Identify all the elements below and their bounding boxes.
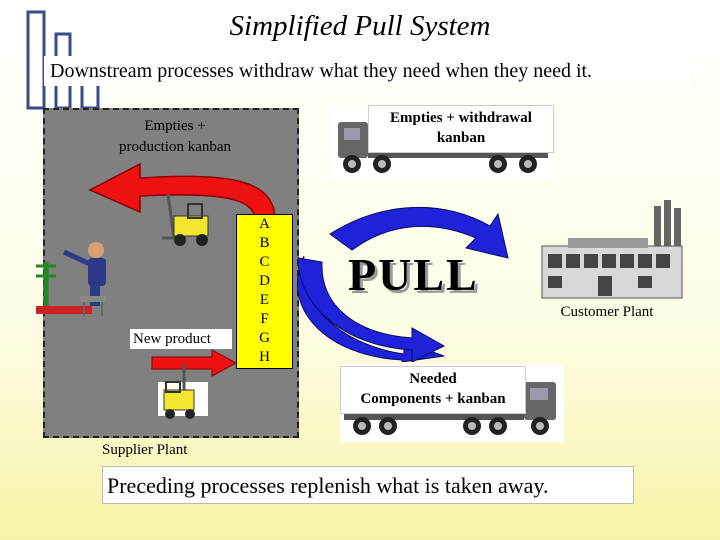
kanban-slot-e: E <box>259 292 270 308</box>
kanban-slot-f: F <box>260 311 269 327</box>
kanban-slot-c: C <box>259 254 270 270</box>
pull-cycle-arrows <box>296 207 509 362</box>
needed-line1: Needed <box>409 371 457 387</box>
supplier-plant-label: Supplier Plant <box>102 442 188 458</box>
pull-label: PULL <box>348 249 479 300</box>
production-return-arrow <box>88 162 276 221</box>
withdrawal-line2: kanban <box>436 130 486 146</box>
page-title: Simplified Pull System <box>229 10 491 42</box>
empties-production-line2: production kanban <box>118 139 232 155</box>
withdrawal-line1: Empties + withdrawal <box>390 110 532 126</box>
customer-plant-label: Customer Plant <box>560 304 654 320</box>
footer-statement: Preceding processes replenish what is ta… <box>102 466 634 504</box>
kanban-slot-a: A <box>259 216 270 232</box>
new-product-arrow <box>151 349 238 377</box>
kanban-slot-b: B <box>259 235 270 251</box>
kanban-slot-g: G <box>259 330 270 346</box>
needed-line2: Components + kanban <box>360 391 506 407</box>
forklift-bottom-icon <box>158 364 208 419</box>
factory-icon <box>541 200 683 299</box>
empties-production-line1: Empties + <box>144 118 206 134</box>
worker-icon <box>36 242 106 316</box>
kanban-slot-h: H <box>259 349 270 365</box>
withdrawal-label: Empties + withdrawal kanban <box>368 105 554 153</box>
forklift-icon <box>162 193 209 246</box>
kanban-slot-d: D <box>259 273 270 289</box>
kanban-column: A B C D E F G H <box>236 214 293 369</box>
empties-production-label: Empties + production kanban <box>96 116 254 158</box>
needed-components-label: Needed Components + kanban <box>340 366 526 414</box>
subtitle: Downstream processes withdraw what they … <box>44 56 690 86</box>
new-product-label: New product <box>130 329 232 349</box>
